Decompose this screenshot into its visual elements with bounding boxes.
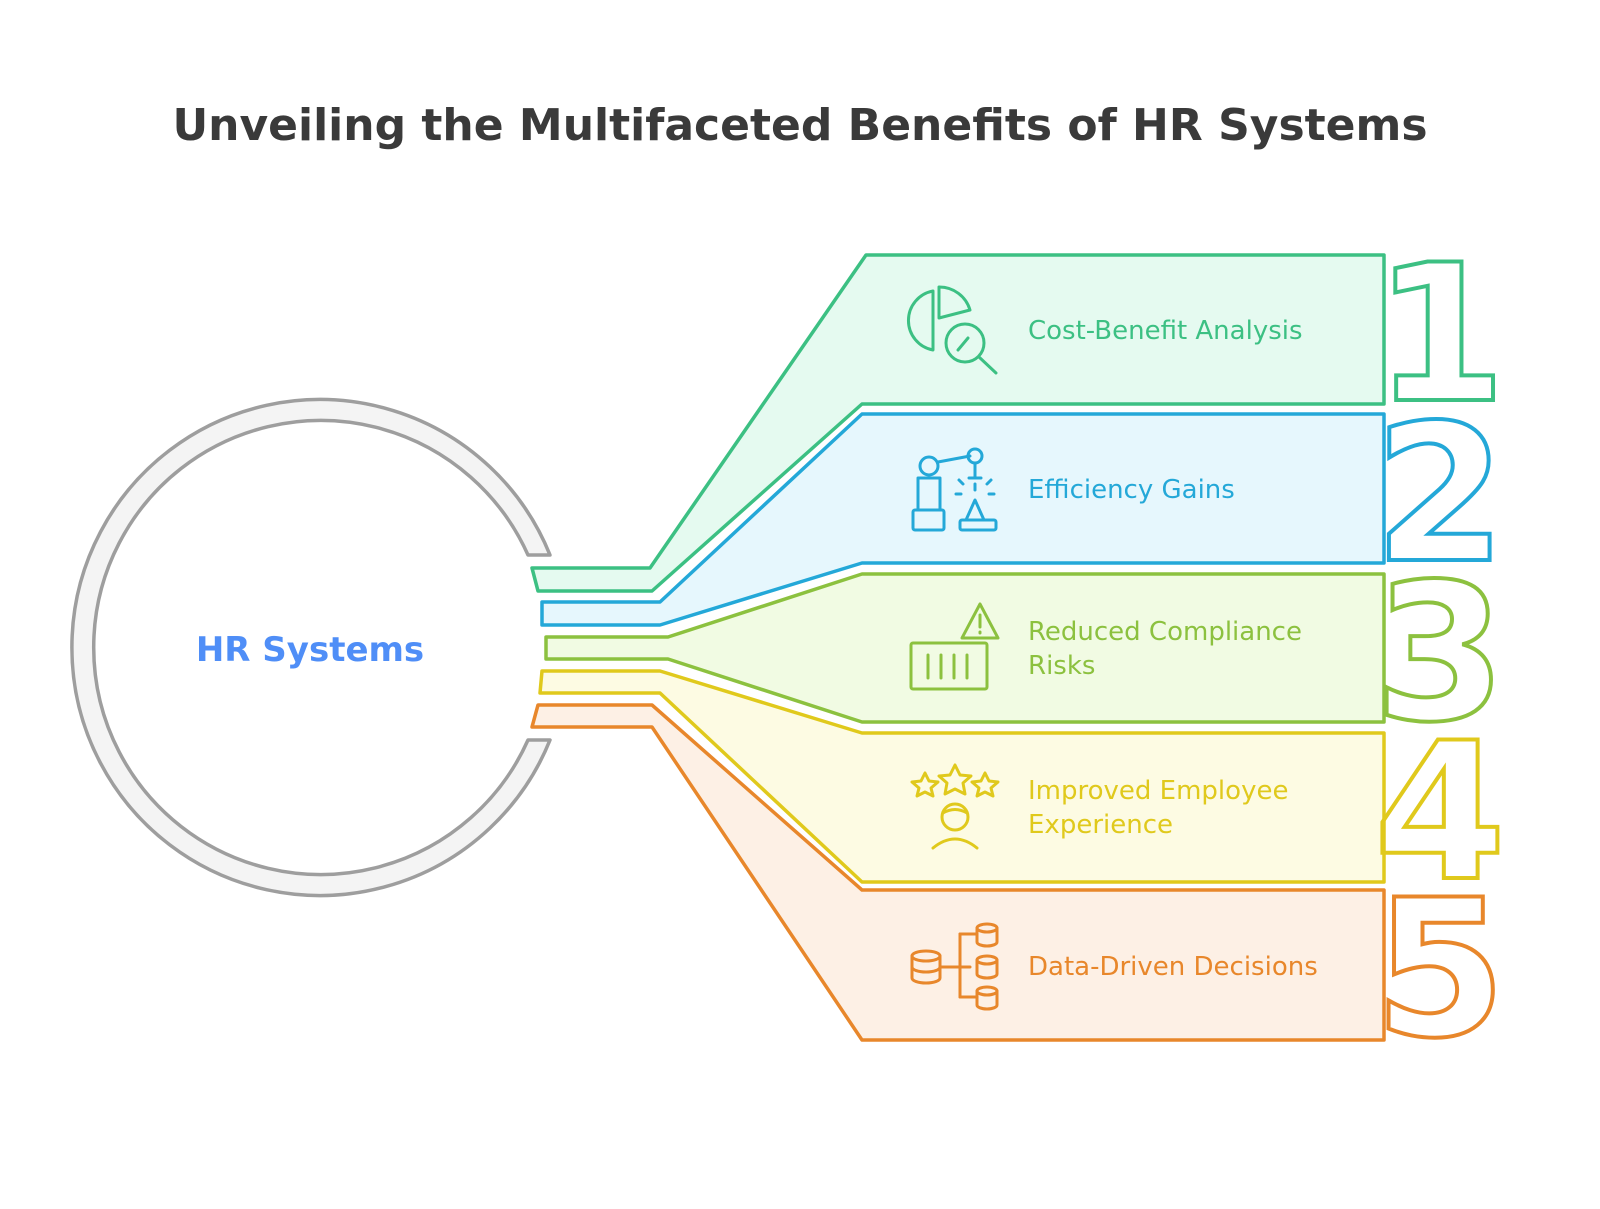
benefit-label-1: Cost-Benefit Analysis [1028,316,1303,346]
benefit-label-4-line-2: Experience [1028,810,1173,840]
benefit-label-3: Reduced Compliance [1028,617,1302,647]
diagram-title: Unveiling the Multifaceted Benefits of H… [172,100,1427,151]
warning-container-icon [909,602,1000,691]
benefit-label-2: Efficiency Gains [1028,475,1235,505]
center-ring [70,397,552,898]
robotic-arm-icon [911,447,998,532]
pie-chart-magnifier-icon [907,285,998,375]
benefit-label-3-line-2: Risks [1028,651,1095,681]
database-stack-icon [910,922,999,1011]
benefit-label-5: Data-Driven Decisions [1028,952,1318,982]
benefit-shape-1 [530,253,1386,593]
benefit-item-3: 3 [544,541,1508,766]
benefit-number-2: 2 [1374,384,1506,605]
benefit-item-1: 1 [530,222,1508,593]
benefit-label-4: Improved Employee [1028,776,1288,806]
benefit-item-5: 5 [530,703,1508,1082]
center-label: HR Systems [196,630,424,670]
benefit-shape-3 [544,572,1386,724]
stars-person-icon [910,763,1000,850]
benefit-number-1: 1 [1374,224,1506,445]
benefit-number-3: 3 [1374,543,1506,764]
benefit-shape-5 [530,703,1386,1042]
benefit-number-5: 5 [1374,859,1506,1080]
benefit-number-4: 4 [1374,702,1506,923]
